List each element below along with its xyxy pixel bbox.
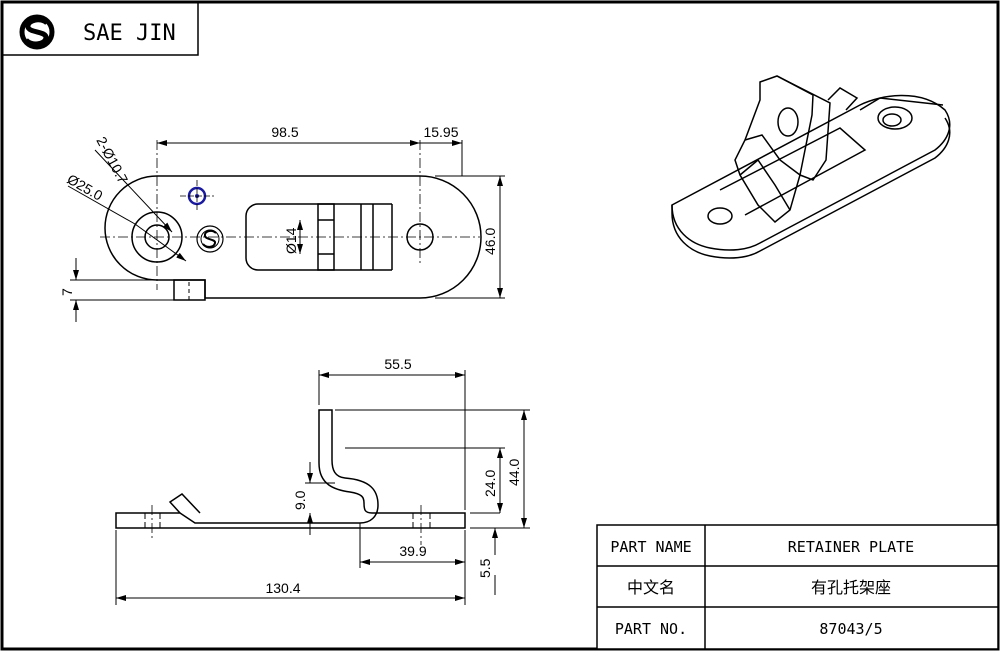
title-block: PART NAME RETAINER PLATE 中文名 有孔托架座 PART … — [596, 524, 999, 650]
company-name: SAE JIN — [83, 21, 176, 46]
chinese-name-value: 有孔托架座 — [811, 579, 891, 597]
isometric-view — [671, 75, 951, 259]
dim-slot-dia: Ø14 — [283, 227, 299, 254]
company-logo-icon — [19, 14, 55, 50]
part-no-label: PART NO. — [615, 620, 687, 638]
dim-hole-offset: 39.9 — [399, 543, 426, 559]
dim-height-mid: 24.0 — [482, 470, 498, 497]
dim-bracket-span: 55.5 — [384, 356, 411, 372]
dim-height-low: 9.0 — [292, 490, 308, 510]
dim-tab-height: 7 — [59, 288, 75, 296]
dim-width: 46.0 — [482, 228, 498, 255]
dim-length: 130.4 — [265, 580, 300, 596]
chinese-name-label: 中文名 — [627, 579, 675, 597]
dim-thickness: 5.5 — [477, 558, 493, 578]
company-header: SAE JIN — [1, 1, 199, 56]
dim-holes: 2-Ø10.7 — [93, 134, 131, 186]
part-name-value: RETAINER PLATE — [788, 538, 914, 556]
stamp-logo-icon — [196, 225, 224, 253]
part-name-label: PART NAME — [610, 538, 691, 556]
side-view — [115, 370, 530, 605]
top-view — [67, 140, 505, 322]
part-no-value: 87043/5 — [819, 620, 882, 638]
dim-length-center: 98.5 — [271, 124, 298, 140]
dim-boss-dia: Ø25.0 — [65, 171, 106, 204]
dim-height-total: 44.0 — [506, 459, 522, 486]
dim-end-offset: 15.95 — [423, 124, 458, 140]
